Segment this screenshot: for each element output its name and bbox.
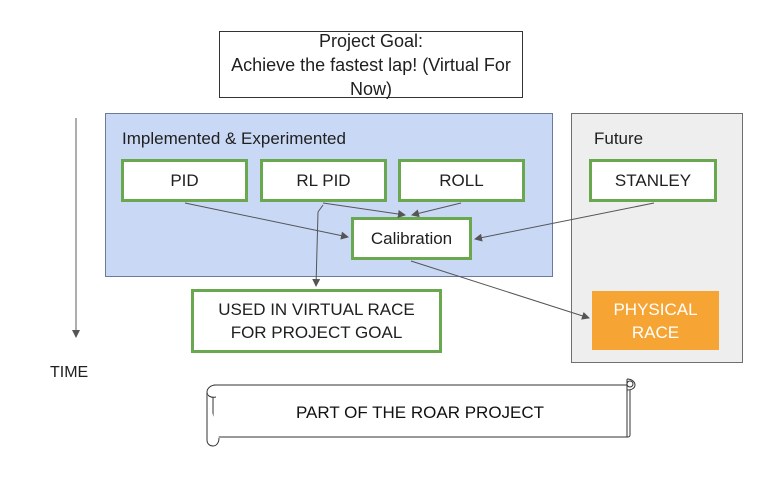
node-rl-pid-label: RL PID xyxy=(296,170,351,190)
project-goal-title: Project Goal: xyxy=(318,30,424,51)
node-roll-label: ROLL xyxy=(439,170,484,190)
node-rl-pid: RL PID xyxy=(260,159,387,202)
node-pid-label: PID xyxy=(170,170,199,190)
arrow-rl-pid-to-calibration xyxy=(322,202,406,218)
node-physical-race: PHYSICAL RACE xyxy=(592,291,719,350)
time-label: TIME xyxy=(50,364,89,381)
node-virtual-race-line1: USED IN VIRTUAL RACE xyxy=(218,300,415,319)
project-goal-box: Project Goal: Achieve the fastest lap! (… xyxy=(219,30,523,99)
node-stanley-label: STANLEY xyxy=(614,170,692,190)
banner-text: PART OF THE ROAR PROJECT xyxy=(295,403,545,422)
node-roll: ROLL xyxy=(398,159,525,202)
arrow-calibration-to-physical-race xyxy=(410,260,590,320)
arrow-pid-to-calibration xyxy=(184,202,349,240)
arrow-roll-to-calibration xyxy=(411,202,462,218)
node-physical-race-line1: PHYSICAL xyxy=(613,299,698,319)
node-stanley: STANLEY xyxy=(589,159,717,202)
node-calibration-label: Calibration xyxy=(370,228,453,248)
arrow-stanley-to-calibration xyxy=(474,202,655,242)
node-calibration: Calibration xyxy=(351,217,472,260)
node-physical-race-line2: RACE xyxy=(631,322,680,342)
banner-scroll xyxy=(206,378,636,447)
node-pid: PID xyxy=(121,159,248,202)
implemented-region-label: Implemented & Experimented xyxy=(122,129,346,148)
project-goal-description: Achieve the fastest lap! (Virtual For No… xyxy=(231,54,511,99)
arrow-rl-pid-to-virtual-race xyxy=(312,204,324,287)
future-region-label: Future xyxy=(594,129,644,148)
node-virtual-race: USED IN VIRTUAL RACE FOR PROJECT GOAL xyxy=(191,289,442,353)
node-virtual-race-line2: FOR PROJECT GOAL xyxy=(230,323,403,342)
